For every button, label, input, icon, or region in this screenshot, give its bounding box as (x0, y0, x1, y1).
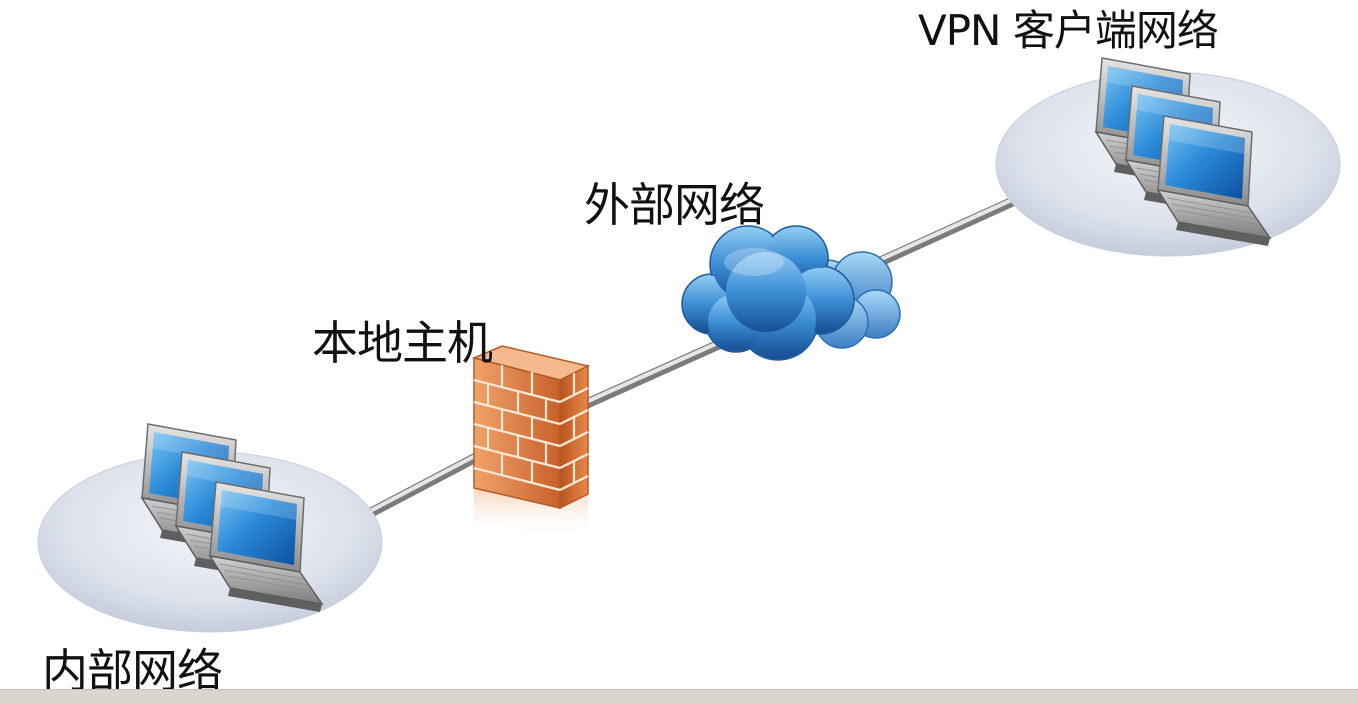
local-host-label: 本地主机 (312, 316, 493, 370)
vpn-client-network-label: VPN 客户端网络 (918, 6, 1219, 55)
external-network-label: 外部网络 (584, 178, 765, 232)
brick-firewall-icon (471, 345, 591, 540)
cloud-icon (681, 225, 901, 361)
bottom-status-bar (0, 689, 1358, 704)
internal-network-group (37, 423, 383, 633)
internal-network-label: 内部网络 (42, 644, 223, 698)
network-cables (367, 195, 1021, 517)
vpn-client-network-group (995, 57, 1341, 257)
